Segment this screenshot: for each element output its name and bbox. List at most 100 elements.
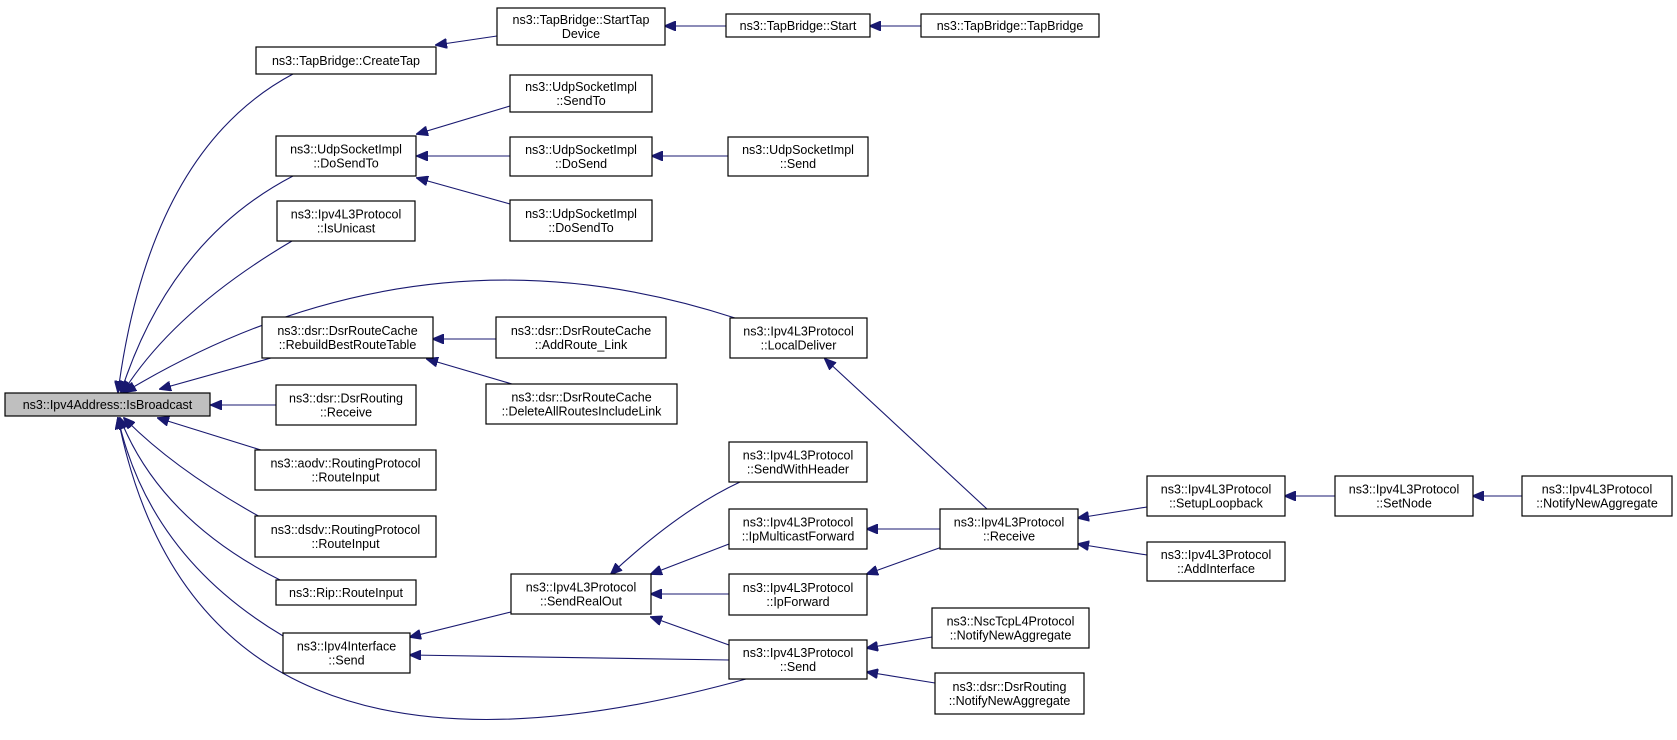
node-l3receive[interactable]: ns3::Ipv4L3Protocol::Receive (939, 508, 1079, 550)
node-label: ::DoSendTo (313, 157, 378, 171)
node-label: ::Send (780, 157, 816, 171)
node-dsrnotify[interactable]: ns3::dsr::DsrRouting::NotifyNewAggregate (934, 672, 1085, 715)
node-label: ns3::dsdv::RoutingProtocol (271, 523, 420, 537)
node-label: ::SetupLoopback (1169, 497, 1264, 511)
node-label: ns3::Ipv4L3Protocol (954, 516, 1065, 530)
node-box (254, 449, 437, 491)
node-box (510, 573, 652, 615)
node-label: ::DoSend (555, 157, 607, 171)
node-label: ::IsUnicast (317, 222, 376, 236)
edge-layer (118, 26, 1522, 721)
node-box (275, 135, 417, 177)
node-deleteall[interactable]: ns3::dsr::DsrRouteCache::DeleteAllRoutes… (485, 383, 678, 425)
node-localdeliver[interactable]: ns3::Ipv4L3Protocol::LocalDeliver (729, 317, 868, 359)
node-label: ns3::Ipv4Address::IsBroadcast (23, 398, 193, 412)
node-udpsendto[interactable]: ns3::UdpSocketImpl::SendTo (509, 74, 653, 113)
node-label: ns3::UdpSocketImpl (525, 80, 637, 94)
edge-ipmulticast-to-sendrealout (651, 543, 730, 574)
node-udpdosendto2[interactable]: ns3::UdpSocketImpl::DoSendTo (509, 199, 653, 242)
node-box (254, 515, 437, 558)
edge-dsrnotify-to-l3send (867, 672, 936, 684)
node-label: ::RouteInput (311, 471, 380, 485)
node-notifyagg[interactable]: ns3::Ipv4L3Protocol::NotifyNewAggregate (1521, 475, 1673, 517)
node-dsdv[interactable]: ns3::dsdv::RoutingProtocol::RouteInput (254, 515, 437, 558)
edge-nsctcp-to-l3send (867, 636, 933, 648)
edge-l3send-to-sendrealout (651, 617, 730, 646)
node-createtap[interactable]: ns3::TapBridge::CreateTap (255, 46, 437, 75)
node-box (1521, 475, 1673, 517)
node-tbstart[interactable]: ns3::TapBridge::Start (725, 13, 871, 38)
node-sendrealout[interactable]: ns3::Ipv4L3Protocol::SendRealOut (510, 573, 652, 615)
node-label: ns3::Ipv4L3Protocol (1542, 483, 1653, 497)
node-box (276, 200, 416, 242)
edge-l3send-to-ifsend (410, 655, 730, 661)
node-label: ns3::dsr::DsrRouteCache (511, 391, 651, 405)
node-udpdosend[interactable]: ns3::UdpSocketImpl::DoSend (509, 136, 653, 177)
node-label: ns3::Ipv4L3Protocol (743, 449, 854, 463)
node-label: ::Receive (983, 530, 1035, 544)
node-udpsend[interactable]: ns3::UdpSocketImpl::Send (727, 136, 869, 177)
node-label: ns3::Ipv4L3Protocol (743, 646, 854, 660)
node-box (4, 392, 211, 417)
node-addroutelink[interactable]: ns3::dsr::DsrRouteCache::AddRoute_Link (495, 316, 667, 359)
edge-rebuild-to-isbroadcast (160, 357, 272, 389)
edge-l3receive-to-ipforward (867, 546, 943, 574)
node-label: ns3::Rip::RouteInput (289, 586, 403, 600)
node-label: ns3::TapBridge::Start (740, 19, 857, 33)
edge-starttap-to-createtap (436, 35, 498, 45)
node-dsrreceive[interactable]: ns3::dsr::DsrRouting::Receive (275, 384, 417, 426)
node-label: ns3::UdpSocketImpl (525, 143, 637, 157)
node-label: ns3::Ipv4Interface (297, 640, 396, 654)
node-label: ns3::TapBridge::TapBridge (937, 19, 1084, 33)
edge-localdeliver-to-isbroadcast (125, 279, 736, 392)
node-label: ns3::Ipv4L3Protocol (526, 581, 637, 595)
node-box (934, 672, 1085, 715)
node-box (1146, 475, 1286, 517)
node-box (509, 136, 653, 177)
node-isbroadcast[interactable]: ns3::Ipv4Address::IsBroadcast (4, 392, 211, 417)
node-box (495, 316, 667, 359)
node-label: ::RouteInput (311, 537, 380, 551)
edge-rip-to-isbroadcast (120, 418, 283, 582)
node-label: ns3::Ipv4L3Protocol (1161, 548, 1272, 562)
node-setuploopback[interactable]: ns3::Ipv4L3Protocol::SetupLoopback (1146, 475, 1286, 517)
node-label: ns3::Ipv4L3Protocol (743, 325, 854, 339)
node-label: Device (562, 27, 600, 41)
edge-aodv-to-isbroadcast (158, 418, 265, 452)
edge-dsdv-to-isbroadcast (124, 418, 263, 519)
node-l3send[interactable]: ns3::Ipv4L3Protocol::Send (728, 639, 868, 680)
node-label: ::DeleteAllRoutesIncludeLink (502, 405, 663, 419)
node-ifsend[interactable]: ns3::Ipv4Interface::Send (282, 632, 411, 674)
node-addinterface[interactable]: ns3::Ipv4L3Protocol::AddInterface (1146, 541, 1286, 582)
node-sendwithheader[interactable]: ns3::Ipv4L3Protocol::SendWithHeader (728, 441, 868, 483)
node-box (728, 573, 868, 616)
node-label: ns3::Ipv4L3Protocol (1349, 483, 1460, 497)
node-label: ns3::TapBridge::CreateTap (272, 54, 420, 68)
node-rebuild[interactable]: ns3::dsr::DsrRouteCache::RebuildBestRout… (261, 316, 434, 359)
node-label: ns3::TapBridge::StartTap (513, 13, 650, 27)
node-box (920, 13, 1100, 38)
node-aodv[interactable]: ns3::aodv::RoutingProtocol::RouteInput (254, 449, 437, 491)
node-ipforward[interactable]: ns3::Ipv4L3Protocol::IpForward (728, 573, 868, 616)
node-ipmulticast[interactable]: ns3::Ipv4L3Protocol::IpMulticastForward (728, 508, 868, 550)
node-nsctcp[interactable]: ns3::NscTcpL4Protocol::NotifyNewAggregat… (931, 607, 1090, 649)
edge-setuploopback-to-l3receive (1078, 506, 1148, 518)
edge-l3receive-to-localdeliver (825, 359, 988, 510)
node-label: ::RebuildBestRouteTable (279, 338, 417, 352)
edge-sendwithheader-to-sendrealout (611, 481, 741, 574)
node-label: ns3::dsr::DsrRouting (289, 392, 403, 406)
node-tapbridge[interactable]: ns3::TapBridge::TapBridge (920, 13, 1100, 38)
node-box (728, 441, 868, 483)
node-label: ns3::UdpSocketImpl (742, 143, 854, 157)
node-layer: ns3::Ipv4Address::IsBroadcast ns3::TapBri… (4, 7, 1673, 715)
node-label: ns3::dsr::DsrRouteCache (277, 324, 417, 338)
node-rip[interactable]: ns3::Rip::RouteInput (275, 579, 417, 606)
node-box (509, 74, 653, 113)
node-udpdosendto[interactable]: ns3::UdpSocketImpl::DoSendTo (275, 135, 417, 177)
node-isunicast[interactable]: ns3::Ipv4L3Protocol::IsUnicast (276, 200, 416, 242)
node-label: ns3::UdpSocketImpl (290, 143, 402, 157)
node-setnode[interactable]: ns3::Ipv4L3Protocol::SetNode (1334, 475, 1474, 517)
edge-deleteall-to-rebuild (427, 359, 513, 385)
